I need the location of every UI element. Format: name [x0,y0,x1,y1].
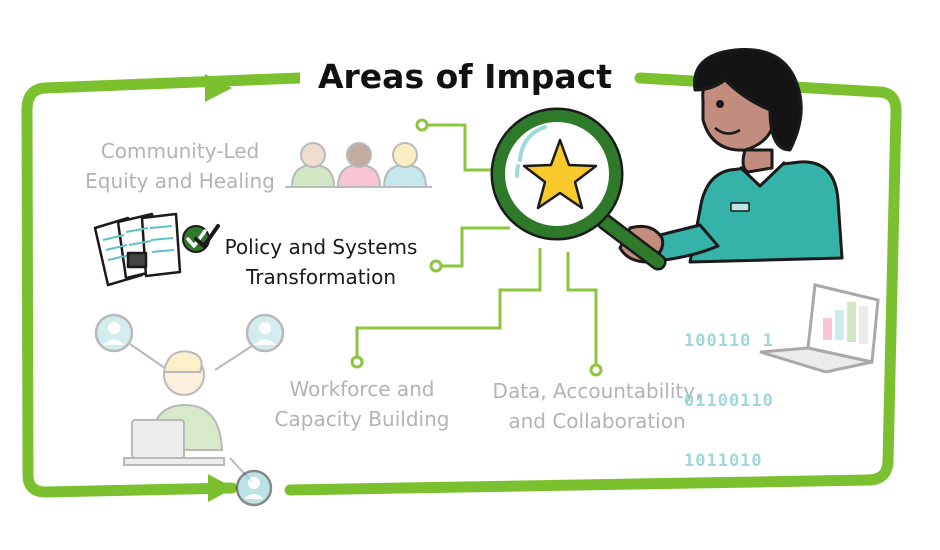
binary-line: 100110 1 [684,331,774,351]
laptop-icon [759,283,880,374]
connector-nodes [350,118,603,377]
area-label-line: and Collaboration [508,409,686,433]
area-data-accountability: Data, Accountability, and Collaboration [482,376,712,436]
binary-line: 01100110 [684,391,774,411]
avatar-icon [245,313,285,353]
area-label-line: Transformation [245,265,397,289]
documents-icon [93,212,182,287]
area-label-line: Equity and Healing [85,169,275,193]
star-icon [522,138,598,210]
area-label-line: Data, Accountability, [492,379,702,403]
area-community-led: Community-Led Equity and Healing [80,136,280,196]
page-title: Areas of Impact [300,55,630,99]
connector-lines [355,123,598,370]
community-people-icon [285,142,432,188]
area-label-line: Policy and Systems [224,235,418,259]
binary-digits: 100110 1 01100110 1011010 [684,291,774,491]
magnifier-icon [490,107,667,271]
area-label-line: Workforce and [289,377,435,401]
area-policy-systems: Policy and Systems Transformation [216,232,426,292]
workforce-network-icon [94,313,285,483]
bar-chart-icon [823,302,868,344]
arrow-icon [205,74,234,502]
loop-frame [21,72,902,498]
area-workforce: Workforce and Capacity Building [262,374,462,434]
area-label-line: Community-Led [100,139,260,163]
avatar-icon [94,313,134,353]
binary-line: 1011010 [684,451,763,471]
checkmark-icon [182,224,220,253]
laptop-icon [123,419,225,466]
area-label-line: Capacity Building [274,407,450,431]
avatar-icon [235,469,273,507]
